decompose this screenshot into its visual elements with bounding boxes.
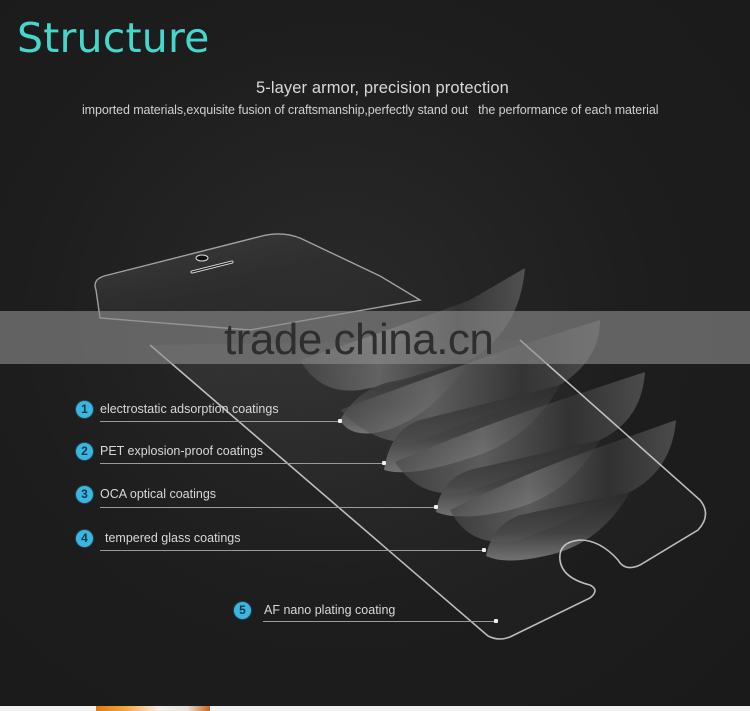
- layer-label: PET explosion-proof coatings: [100, 444, 264, 458]
- layer-label: electrostatic adsorption coatings: [100, 402, 279, 416]
- number-3-circle-icon: 3: [76, 486, 93, 503]
- layer-label: AF nano plating coating: [264, 603, 396, 617]
- leader-line: [100, 421, 340, 422]
- leader-dot: [494, 619, 498, 623]
- leader-line: [100, 463, 384, 464]
- watermark-text: trade.china.cn: [224, 315, 494, 364]
- glass-bottom-panel: [149, 339, 707, 640]
- leader-dot: [434, 505, 438, 509]
- layer-label: tempered glass coatings: [105, 531, 241, 545]
- layer-label: OCA optical coatings: [100, 487, 217, 501]
- leader-line: [100, 507, 436, 508]
- number-1-circle-icon: 1: [76, 401, 93, 418]
- headline: 5-layer armor, precision protection: [256, 79, 509, 97]
- leader-dot: [382, 461, 386, 465]
- leader-line: [100, 550, 484, 551]
- bottom-strip: [0, 706, 750, 711]
- page-title: Structure: [17, 14, 210, 62]
- leader-line: [263, 621, 495, 622]
- number-2-circle-icon: 2: [76, 443, 93, 460]
- next-image-thumbnail: [96, 706, 210, 711]
- watermark-band: trade.china.cn: [0, 311, 750, 364]
- number-5-circle-icon: 5: [234, 602, 251, 619]
- glass-top-panel: [94, 233, 422, 331]
- subheadline: imported materials,exquisite fusion of c…: [82, 103, 659, 117]
- number-4-circle-icon: 4: [76, 530, 93, 547]
- leader-dot: [338, 419, 342, 423]
- leader-dot: [482, 548, 486, 552]
